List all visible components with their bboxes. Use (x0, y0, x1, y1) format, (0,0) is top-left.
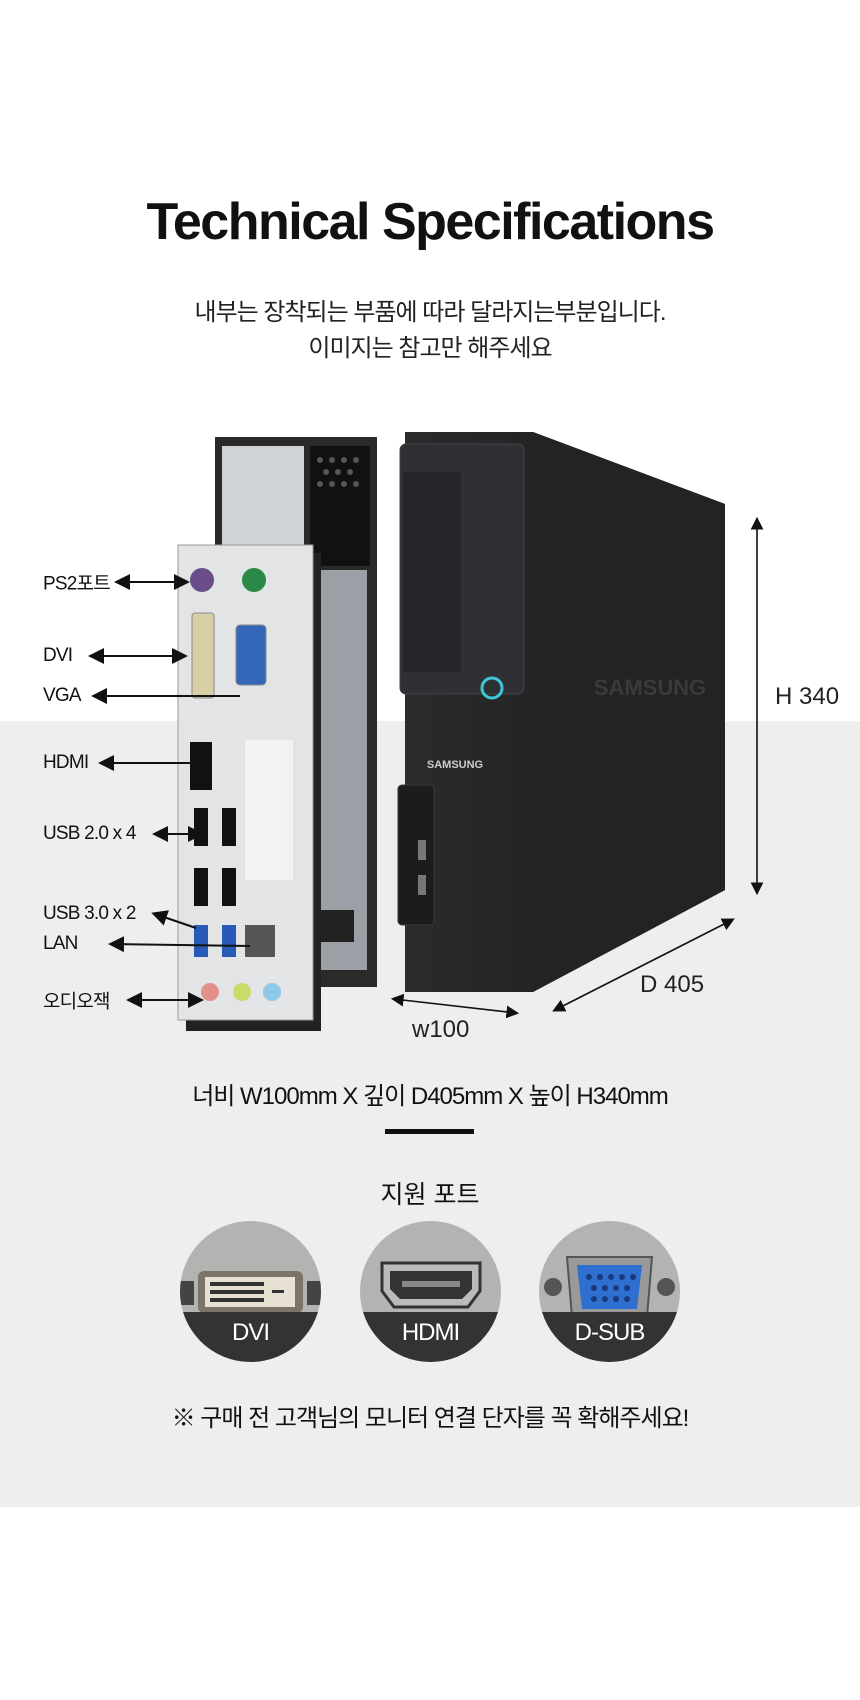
divider (385, 1129, 474, 1134)
case-side-brand: SAMSUNG (594, 675, 706, 700)
depth-label: D 405 (640, 971, 705, 998)
label-usb2: USB 2.0 x 4 (43, 823, 136, 844)
case-brand-label: SAMSUNG (427, 759, 483, 771)
hdmi-connector-icon (380, 1261, 482, 1309)
subtitle-line-1: 내부는 장착되는 부품에 따라 달라지는부분입니다. (194, 299, 666, 326)
subtitle-line-2: 이미지는 참고만 해주세요 (308, 335, 552, 362)
label-hdmi: HDMI (43, 752, 89, 773)
notice-text: ※ 구매 전 고객님의 모니터 연결 단자를 꼭 확해주세요! (171, 1405, 690, 1432)
port-dvi: DVI (180, 1221, 321, 1362)
vga-connector-icon (544, 1256, 675, 1318)
label-dvi: DVI (43, 645, 73, 666)
page-title: Technical Specifications (146, 193, 715, 251)
label-vga: VGA (43, 685, 82, 706)
case-body: SAMSUNG SAMSUNG (397, 432, 725, 992)
port-dsub: D-SUB (539, 1221, 680, 1362)
label-ps2: PS2포트 (43, 573, 111, 595)
io-shield (177, 544, 321, 1031)
pc-illustration: SAMSUNG SAMSUNG (88, 432, 764, 1031)
dimension-arrows (390, 516, 764, 1019)
label-lan: LAN (43, 933, 78, 954)
width-label: w100 (412, 1016, 470, 1043)
port-hdmi: HDMI (360, 1221, 501, 1362)
dimensions-summary: 너비 W100mm X 깊이 D405mm X 높이 H340mm (192, 1083, 669, 1110)
label-usb3: USB 3.0 x 2 (43, 903, 136, 924)
label-audio: 오디오잭 (43, 991, 111, 1013)
dvi-connector-icon (180, 1271, 321, 1313)
label-arrows (88, 574, 251, 1008)
height-label: H 340 (775, 683, 840, 710)
supported-ports-heading: 지원 포트 (380, 1181, 480, 1209)
